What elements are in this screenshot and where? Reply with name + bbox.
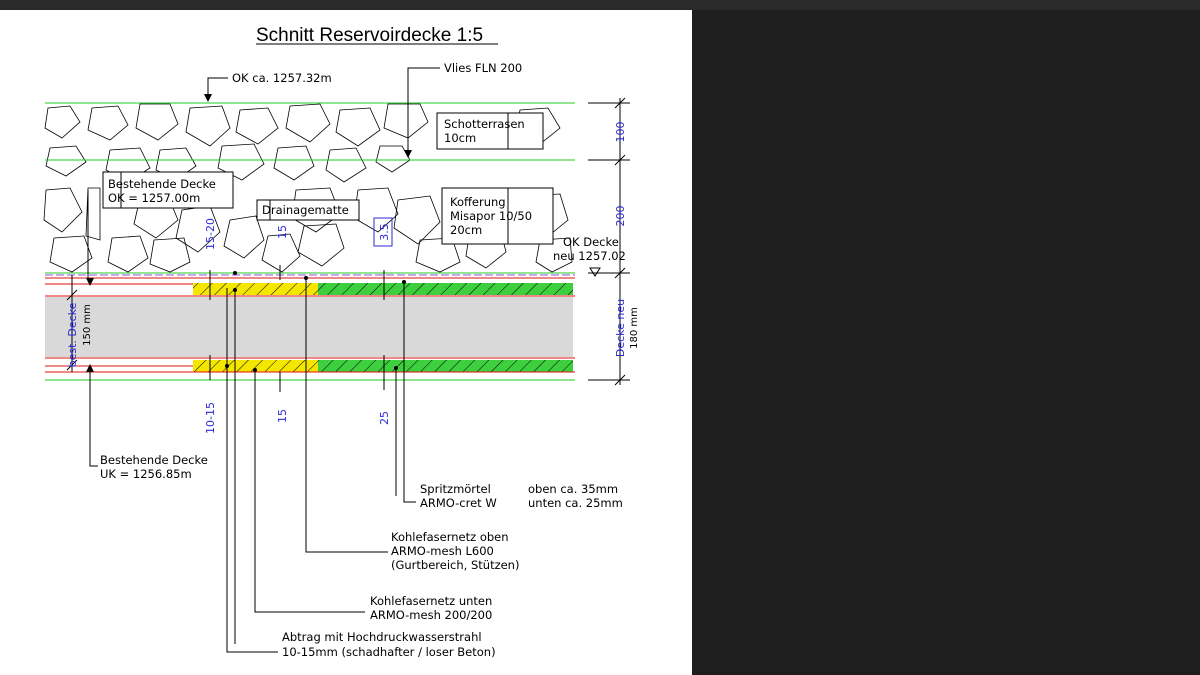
- label-kohle-unten-1: Kohlefasernetz unten: [370, 594, 492, 608]
- label-best-decke-1: Bestehende Decke: [108, 177, 216, 191]
- hatch-top: [193, 283, 573, 295]
- right-dimension: [588, 97, 630, 386]
- leader-dots: [225, 271, 406, 372]
- schotter-box: [436, 112, 544, 150]
- green-boundaries: [45, 102, 575, 381]
- label-kohle-oben-3: (Gurtbereich, Stützen): [391, 558, 519, 572]
- label-spritz-3: oben ca. 35mm: [528, 482, 618, 496]
- arrow-best-uk: [86, 364, 94, 372]
- left-dimension: [66, 275, 78, 372]
- leader-lines: [87, 67, 440, 653]
- drawing-title: Schnitt Reservoirdecke 1:5: [256, 25, 483, 46]
- window-top-bar: [0, 0, 1200, 10]
- label-vlies: Vlies FLN 200: [444, 61, 522, 75]
- hatch-bottom: [193, 360, 573, 372]
- label-best-uk-2: UK = 1256.85m: [100, 467, 192, 481]
- arrow-best-decke: [86, 278, 94, 286]
- arrow-ok-top: [204, 94, 212, 102]
- koff-box: [441, 187, 554, 245]
- dim-15-bottom: 15: [276, 409, 289, 423]
- dim-150: 150 mm: [82, 304, 93, 346]
- dim-180: 180 mm: [629, 307, 640, 349]
- dim-15-20: 15-20: [204, 218, 217, 250]
- red-boundaries: [45, 277, 575, 373]
- dim-100: 100: [614, 122, 627, 143]
- label-spritz-1: Spritzmörtel: [420, 482, 491, 496]
- label-kohle-unten-2: ARMO-mesh 200/200: [370, 608, 492, 622]
- dim-3-5-box: [373, 217, 393, 247]
- label-koff-2: Misapor 10/50: [450, 209, 532, 223]
- concrete-slab: [45, 297, 573, 357]
- label-schotter-1: Schotterrasen: [444, 117, 525, 131]
- drawing-sheet: Schnitt Reservoirdecke 1:5: [0, 10, 692, 675]
- label-ok-decke-1: OK Decke: [563, 235, 619, 249]
- dim-15-top: 15: [276, 225, 289, 239]
- label-ok-top: OK ca. 1257.32m: [232, 71, 332, 85]
- dim-decke-neu: Decke neu: [614, 299, 627, 357]
- dim-10-15: 10-15: [204, 402, 217, 434]
- label-spritz-4: unten ca. 25mm: [528, 496, 623, 510]
- arrow-ok-decke: [589, 267, 601, 277]
- dim-3-5: 3.5: [378, 223, 391, 241]
- label-best-uk-1: Bestehende Decke: [100, 453, 208, 467]
- label-schotter-2: 10cm: [444, 131, 476, 145]
- dim-200: 200: [614, 206, 627, 227]
- label-ok-decke-2: neu 1257.02: [553, 249, 626, 263]
- label-spritz-2: ARMO-cret W: [420, 496, 497, 510]
- label-kohle-oben-1: Kohlefasernetz oben: [391, 530, 509, 544]
- section-drawing: Schnitt Reservoirdecke 1:5: [43, 25, 640, 659]
- label-abtrag-2: 10-15mm (schadhafter / loser Beton): [282, 645, 496, 659]
- drainage-box: [256, 199, 360, 221]
- label-best-decke-2: OK = 1257.00m: [108, 191, 200, 205]
- label-koff-3: 20cm: [450, 223, 482, 237]
- label-abtrag-1: Abtrag mit Hochdruckwasserstrahl: [282, 630, 482, 644]
- dim-best-decke: best. Decke: [66, 302, 79, 367]
- dim-25: 25: [378, 411, 391, 425]
- label-kohle-oben-2: ARMO-mesh L600: [391, 544, 494, 558]
- label-drainage: Drainagematte: [262, 203, 349, 217]
- label-koff-1: Kofferung: [450, 195, 506, 209]
- best-decke-box: [102, 171, 234, 209]
- arrow-vlies: [404, 150, 412, 158]
